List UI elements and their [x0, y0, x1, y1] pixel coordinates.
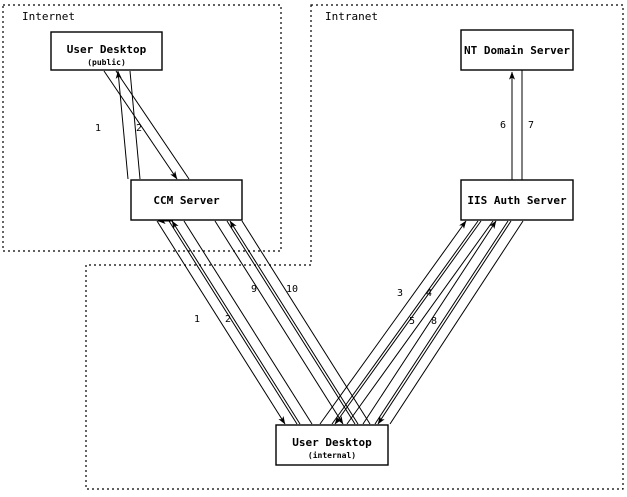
edge-label-step-7: 7: [528, 120, 534, 131]
flow-iis-internal-desktop-a: [319, 220, 479, 425]
node-title-iis-auth-server: IIS Auth Server: [467, 194, 567, 207]
zone-label-internet: Internet: [22, 10, 75, 23]
edge-label-step-5: 5: [409, 316, 415, 327]
edge-label-step-2-internal: 2: [225, 314, 231, 325]
flow-internal-desktop-ccm-right: [229, 220, 371, 425]
edge-label-step-1-public: 1: [95, 123, 101, 134]
edge-label-step-1-internal: 1: [194, 314, 200, 325]
node-title-ccm-server: CCM Server: [153, 194, 220, 207]
node-ccm-server[interactable]: CCM Server: [130, 179, 243, 221]
node-subtitle-user-desktop-public: (public): [87, 57, 126, 67]
node-title-nt-domain-server: NT Domain Server: [464, 44, 570, 57]
edge-label-step-2-public: 2: [136, 123, 142, 134]
flow-internal-desktop-ccm-left: [171, 220, 313, 425]
node-user-desktop-public[interactable]: User Desktop (public): [50, 31, 163, 71]
node-user-desktop-internal[interactable]: User Desktop (internal): [275, 424, 389, 466]
flow-internal-desktop-iis-a: [334, 220, 494, 425]
edge-label-step-6: 6: [500, 120, 506, 131]
edge-label-step-3: 3: [397, 288, 403, 299]
zone-label-intranet: Intranet: [325, 10, 378, 23]
flow-ccm-internal-desktop-right: [214, 220, 356, 425]
node-iis-auth-server[interactable]: IIS Auth Server: [460, 179, 574, 221]
zone-internet-boundary: [2, 4, 282, 252]
edge-label-step-4: 4: [426, 288, 432, 299]
flow-public-desktop-ccm: [103, 70, 190, 180]
node-title-user-desktop-public: User Desktop: [67, 43, 147, 56]
node-nt-domain-server[interactable]: NT Domain Server: [460, 29, 574, 71]
edge-label-step-10: 10: [286, 284, 298, 295]
zone-intranet-boundary: [85, 4, 624, 490]
edge-label-step-8: 8: [431, 316, 437, 327]
flow-ccm-internal-desktop-left: [156, 218, 298, 425]
flow-internal-desktop-iis-b: [377, 220, 524, 425]
flow-iis-internal-desktop-b: [362, 220, 509, 425]
node-subtitle-user-desktop-internal: (internal): [308, 450, 356, 460]
edge-label-step-9: 9: [251, 284, 257, 295]
node-title-user-desktop-internal: User Desktop: [292, 436, 372, 449]
